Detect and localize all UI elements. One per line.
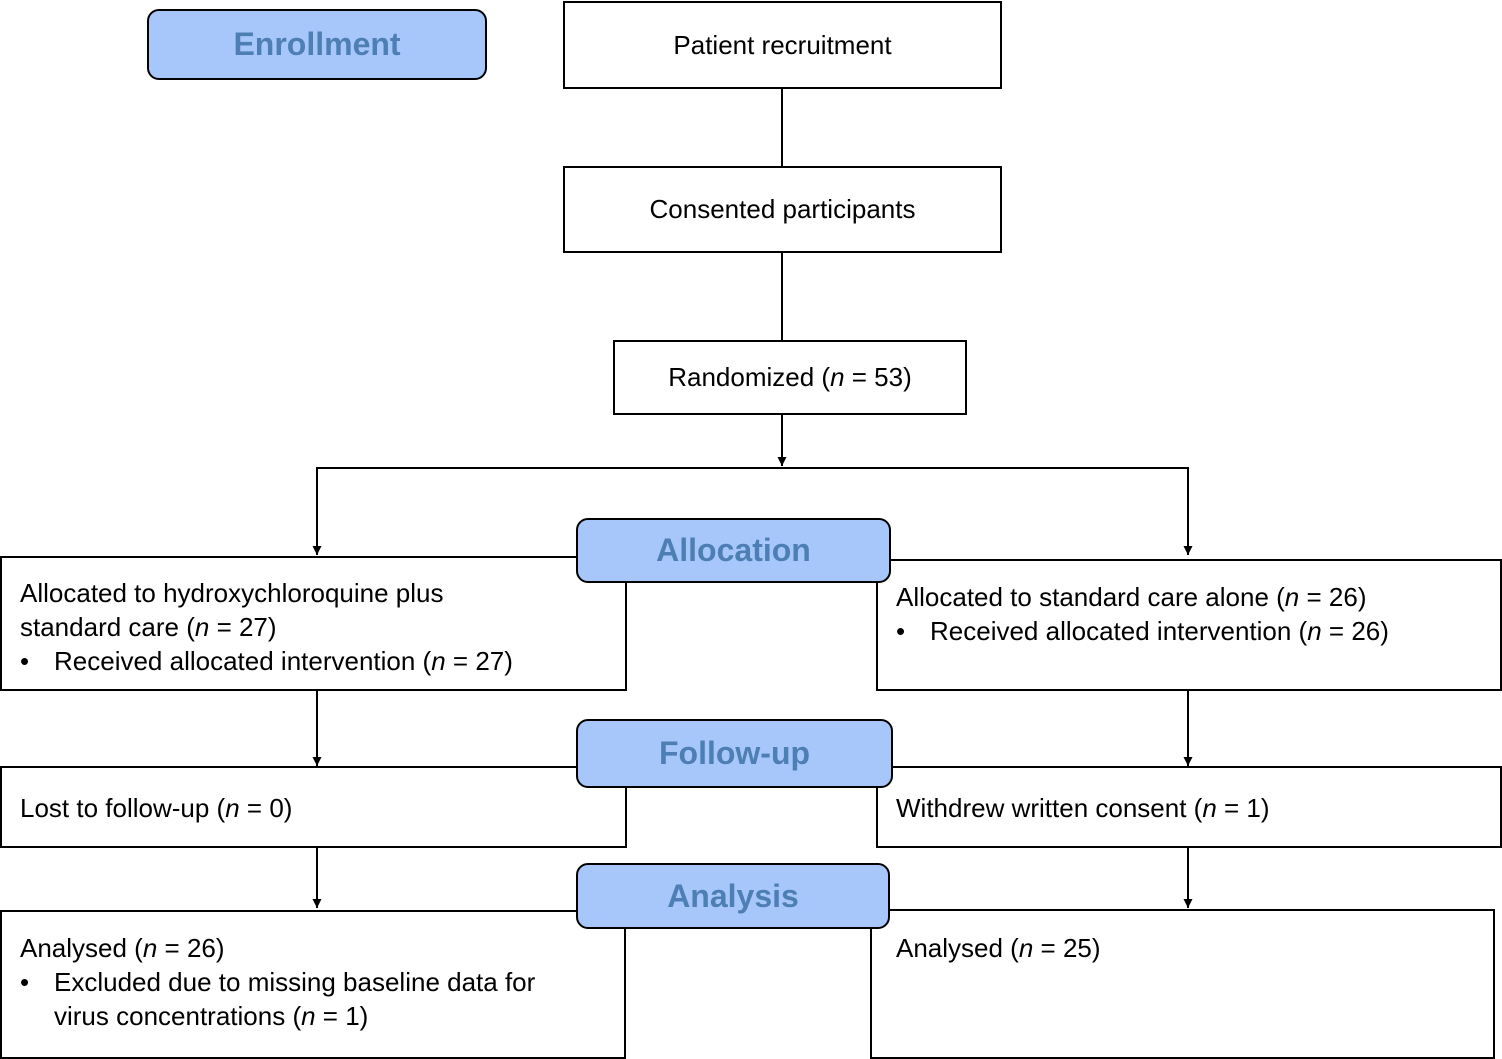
allocation-left-line1: Allocated to hydroxychloroquine plus [20,578,444,608]
bullet-icon: • [896,616,906,646]
consented-participants-box: Consented participants [563,166,1002,253]
analysis-left-line1: Analysed (n = 26) [20,933,225,963]
followup-right-text: Withdrew written consent (n = 1) [896,793,1270,823]
stage-follow-up-text: Follow-up [658,735,811,771]
stage-label-analysis: Analysis [576,863,890,929]
allocation-left-line2: standard care (n = 27) [20,612,277,642]
allocation-right-box [876,559,1502,691]
allocation-right-line1: Allocated to standard care alone (n = 26… [896,582,1367,612]
bullet-icon: • [20,967,30,997]
allocation-right-content: Allocated to standard care alone (n = 26… [876,566,1502,648]
followup-left-text: Lost to follow-up (n = 0) [20,793,293,823]
followup-right-box [876,766,1502,848]
analysis-left-bullet-item: •Excluded due to missing baseline data f… [20,967,536,997]
bullet-icon: • [20,646,30,676]
followup-left-box [0,766,627,848]
followup-right-content: Withdrew written consent (n = 1) [876,777,1502,825]
patient-recruitment-box: Patient recruitment [563,1,1002,89]
randomized-text: Randomized (n = 53) [668,362,912,392]
stage-analysis-text: Analysis [667,877,799,914]
consented-participants-text: Consented participants [649,194,916,224]
stage-label-follow-up: Follow-up [576,719,893,788]
allocation-right-bullet-item: •Received allocated intervention (n = 26… [896,616,1389,646]
patient-recruitment-text: Patient recruitment [673,29,892,60]
split-line [316,467,1189,555]
allocation-left-content: Allocated to hydroxychloroquine plus sta… [0,562,627,678]
stage-allocation-text: Allocation [656,532,811,568]
stage-label-enrollment: Enrollment [147,9,487,80]
analysis-right-content: Analysed (n = 25) [876,917,1495,965]
analysis-right-text: Analysed (n = 25) [896,933,1101,963]
analysis-right-box [870,909,1495,1059]
allocation-left-bullet-item: •Received allocated intervention (n = 27… [20,646,513,676]
analysis-left-box [0,910,626,1059]
stage-enrollment-text: Enrollment [233,26,401,62]
stage-label-allocation: Allocation [576,518,891,583]
analysis-left-bullet-continuation: virus concentrations (n = 1) [54,1001,369,1031]
followup-left-content: Lost to follow-up (n = 0) [0,777,627,825]
analysis-left-content: Analysed (n = 26) •Excluded due to missi… [0,917,626,1033]
randomized-box: Randomized (n = 53) [613,340,967,415]
allocation-left-box [0,556,627,691]
